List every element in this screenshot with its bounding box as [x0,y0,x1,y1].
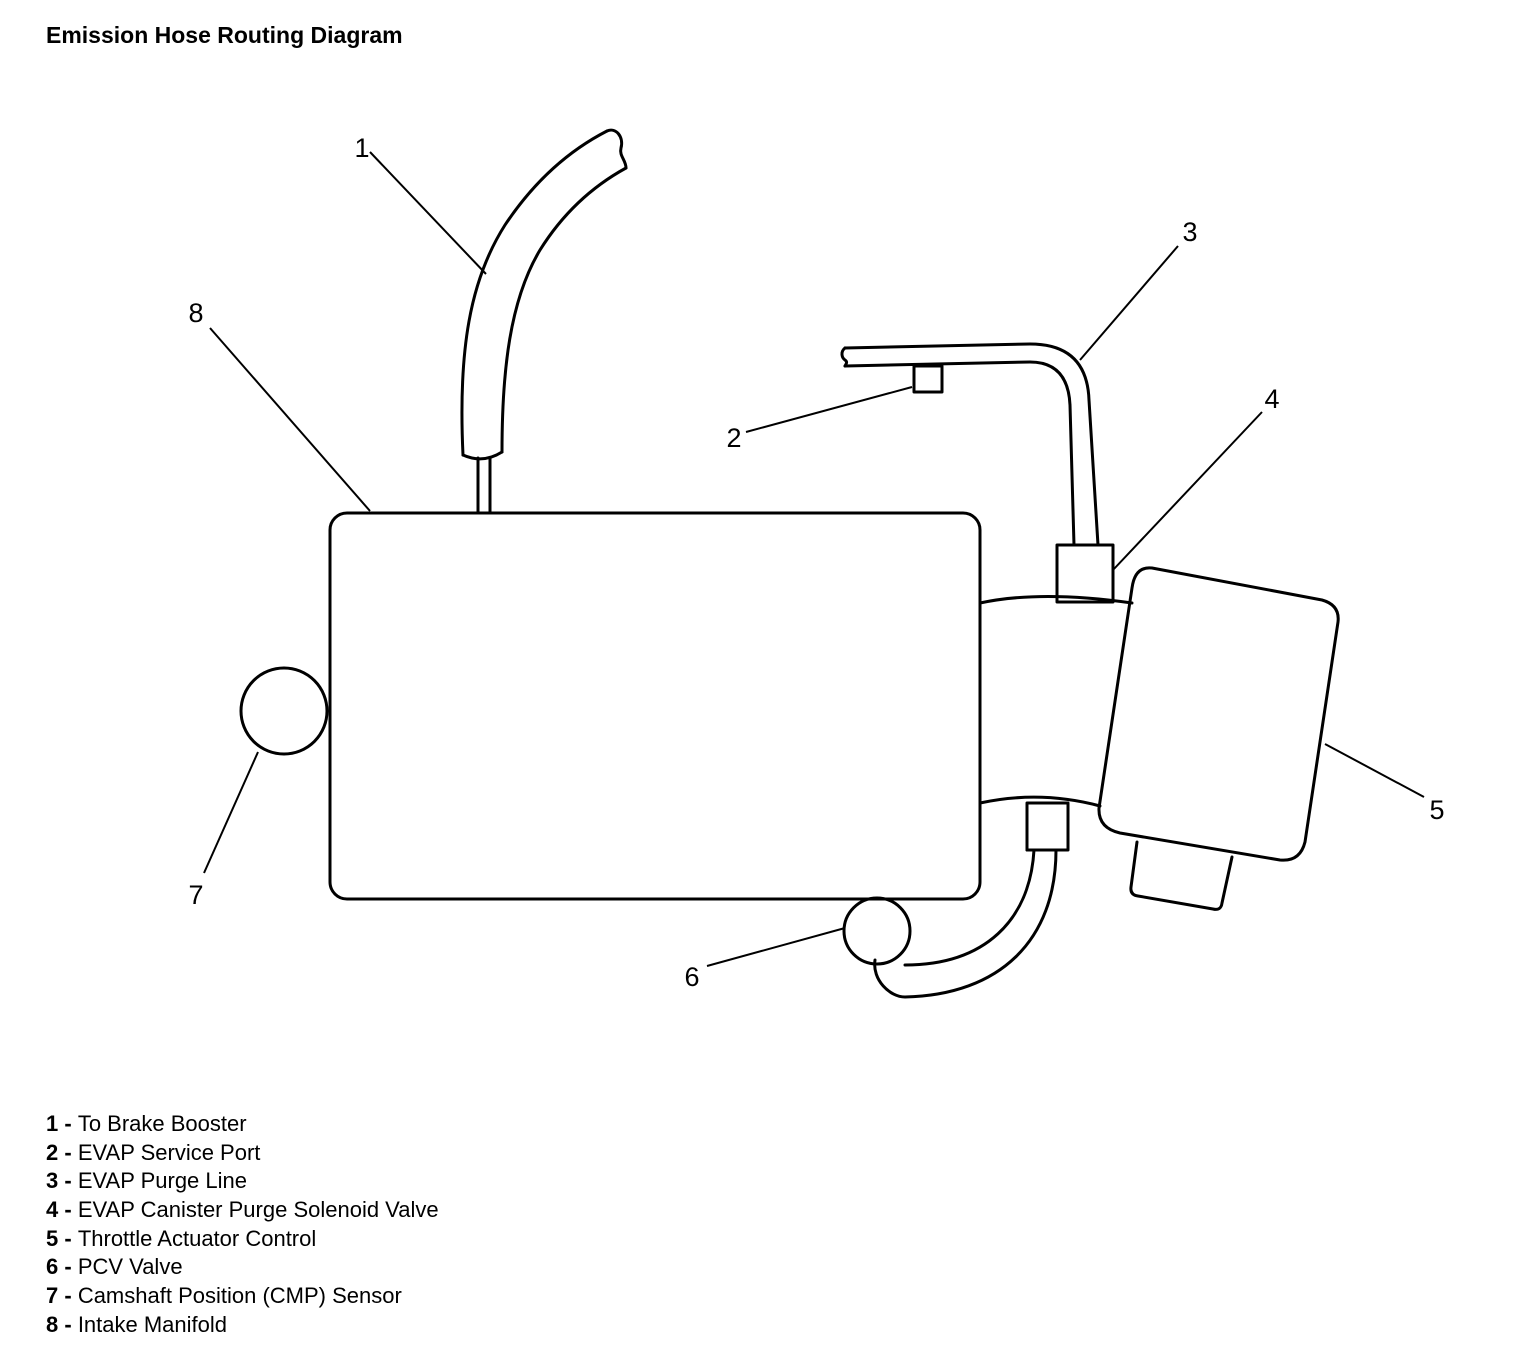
legend-item: 1 - To Brake Booster [46,1111,247,1136]
brake-booster-hose [460,128,628,515]
throttle-actuator-control [1097,566,1340,862]
legend-item: 3 - EVAP Purge Line [46,1168,248,1194]
evap-service-port [912,364,944,394]
callout-3: 3 [1182,217,1197,247]
callout-8: 8 [188,298,203,328]
legend-item: 7 - Camshaft Position (CMP) Sensor [46,1283,402,1309]
callout-5: 5 [1429,795,1444,825]
legend-item: 6 - PCV Valve [46,1254,183,1280]
callout-6: 6 [684,962,699,992]
pcv-valve [842,896,912,966]
throttle-connector [1129,840,1234,911]
callout-4: 4 [1264,384,1279,414]
callout-7: 7 [188,880,203,910]
evap-purge-line [840,342,1100,547]
legend-item: 5 - Throttle Actuator Control [46,1225,317,1251]
throttle-body-neck [978,595,1134,808]
leader-line-1 [369,151,487,275]
intake-manifold [328,511,982,901]
legend-item: 4 - EVAP Canister Purge Solenoid Valve [46,1197,439,1223]
leader-line-7 [203,751,259,874]
cmp-sensor [239,666,329,756]
leader-line-8 [209,327,371,512]
diagram-title: Emission Hose Routing Diagram [46,22,403,48]
pcv-hose [873,801,1070,999]
component-legend: 1 - To Brake Booster 2 - EVAP Service Po… [46,1110,439,1340]
leader-line-3 [1079,245,1179,361]
leader-line-4 [1112,411,1263,571]
callout-2: 2 [726,423,741,453]
leader-line-2 [745,386,913,433]
leader-line-5 [1324,743,1425,798]
legend-item: 2 - EVAP Service Port [46,1139,261,1165]
callout-1: 1 [354,133,369,163]
leader-lines [203,151,1425,967]
legend-item: 8 - Intake Manifold [46,1311,228,1337]
purge-solenoid-valve [1055,543,1115,604]
leader-line-6 [706,927,846,967]
